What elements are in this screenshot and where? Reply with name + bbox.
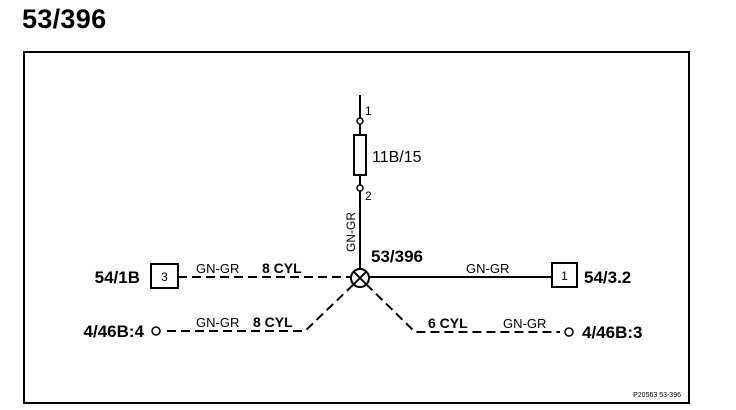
wire-left-bottom [167, 283, 355, 332]
connector-54-3-2-label: 54/3.2 [584, 268, 631, 287]
wire-note-left-top: 8 CYL [262, 260, 302, 276]
splice-cross-b [352, 270, 368, 286]
page-title: 53/396 [22, 4, 107, 34]
wire-color-up: GN-GR [344, 212, 358, 252]
fuse-pin-2-terminal [356, 184, 364, 192]
splice-label: 53/396 [371, 247, 423, 266]
diagram-frame [23, 51, 690, 404]
fuse-label: 11B/15 [372, 149, 422, 166]
wire-color-right-bottom: GN-GR [503, 316, 546, 331]
connector-4-46b-4-label: 4/46B:4 [84, 322, 145, 341]
connector-54-3-2-pin: 1 [561, 269, 568, 283]
wire-note-left-bottom: 8 CYL [253, 314, 293, 330]
wire-color-right-top: GN-GR [466, 261, 509, 276]
fuse-pin-1-terminal [356, 117, 364, 125]
wire-note-right-bottom: 6 CYL [428, 315, 468, 331]
connector-54-1b-label: 54/1B [95, 268, 140, 287]
wire-color-left-bottom: GN-GR [196, 315, 239, 330]
wire-right-bottom [365, 283, 560, 333]
connector-54-3-2-box [551, 262, 578, 288]
footer-ref: P20563 53-396 [633, 392, 681, 399]
connector-4-46b-3-terminal [564, 327, 574, 337]
connector-54-1b-box [150, 263, 179, 289]
wire-color-left-top: GN-GR [196, 261, 239, 276]
connector-54-1b-pin: 3 [161, 270, 168, 284]
fuse-pin-1-label: 1 [365, 104, 372, 118]
connector-4-46b-4-terminal [151, 326, 161, 336]
connector-4-46b-3-label: 4/46B:3 [582, 323, 642, 342]
fuse-pin-2-label: 2 [365, 189, 372, 203]
fuse-body [353, 134, 367, 176]
